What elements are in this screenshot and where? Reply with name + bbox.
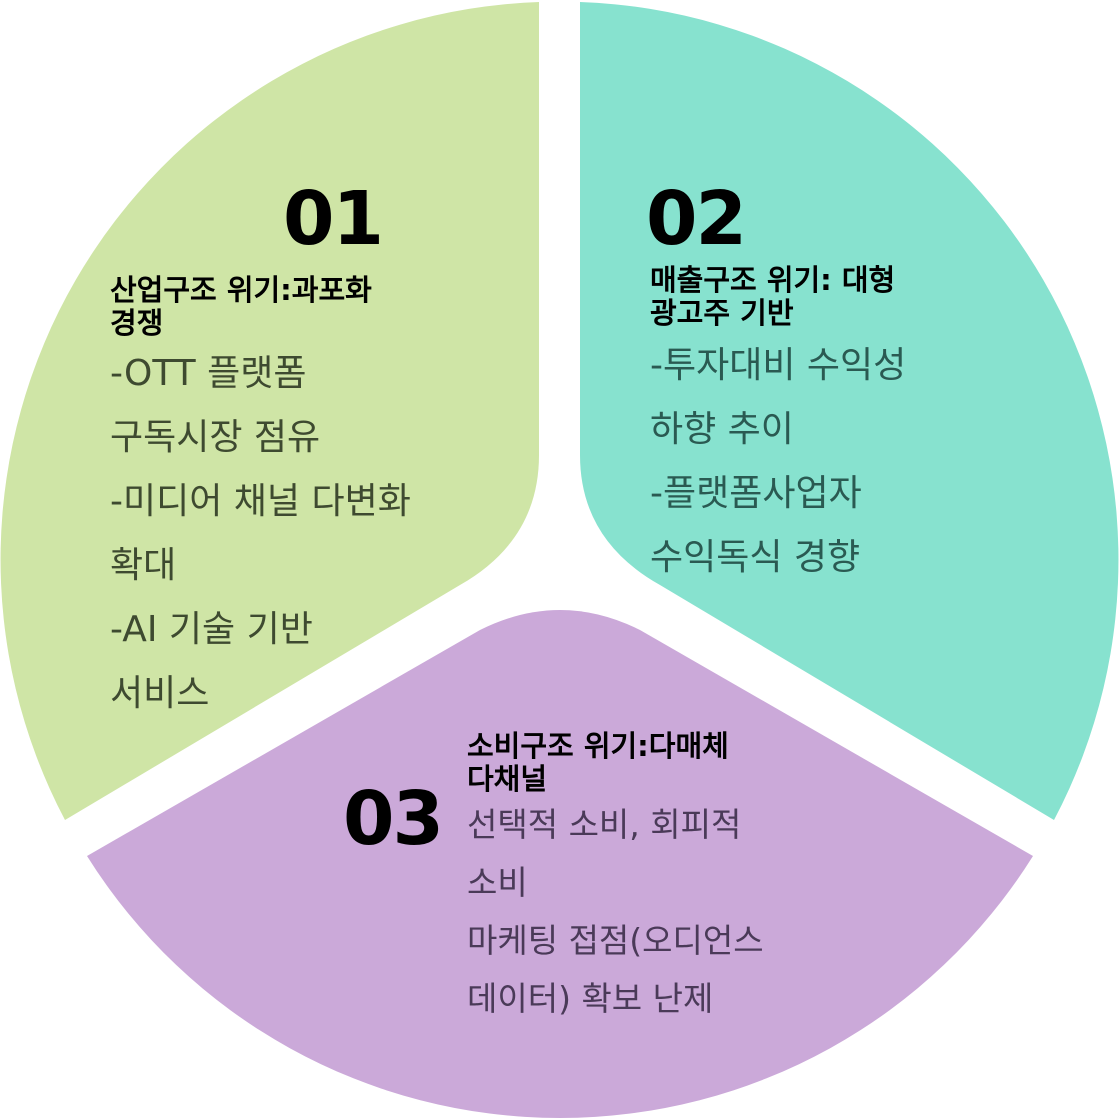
segment-2-body: -투자대비 수익성 하향 추이 -플랫폼사업자 수익독식 경향 <box>650 334 906 590</box>
segment-2-number: 02 <box>646 176 747 262</box>
segment-3-body-line: 선택적 소비, 회피적 <box>467 805 742 844</box>
segment-2-body-line: 하향 추이 <box>650 409 794 450</box>
segment-3-body: 선택적 소비, 회피적 소비 마케팅 접점(오디언스 데이터) 확보 난제 <box>467 796 764 1028</box>
segment-1-title-line: 경쟁 <box>110 306 164 340</box>
segment-1-body: -OTT 플랫폼 구독시장 점유 -미디어 채널 다변화 확대 -AI 기술 기… <box>110 342 411 726</box>
segment-2-title-line: 광고주 기반 <box>650 296 794 330</box>
segment-2-shape <box>580 2 1119 820</box>
segment-3-shape <box>87 610 1033 1118</box>
segment-1-title: 산업구조 위기:과포화 경쟁 <box>110 274 372 340</box>
segment-2-body-line: -투자대비 수익성 <box>650 345 907 386</box>
segment-1-body-line: 확대 <box>110 545 177 586</box>
segment-1-body-line: -AI 기술 기반 <box>110 609 313 650</box>
segment-3-title-line: 다채널 <box>467 762 548 796</box>
segment-1-title-line: 산업구조 위기:과포화 <box>110 273 372 307</box>
segment-2-body-line: -플랫폼사업자 <box>650 473 862 514</box>
segment-2-title: 매출구조 위기: 대형 광고주 기반 <box>650 264 895 330</box>
segment-2-body-line: 수익독식 경향 <box>650 537 861 578</box>
segment-1-shape <box>0 2 539 820</box>
segment-1-body-line: -OTT 플랫폼 <box>110 353 307 394</box>
segment-3-body-line: 소비 <box>467 863 528 902</box>
segment-1-body-line: 서비스 <box>110 673 210 714</box>
segment-3-body-line: 데이터) 확보 난제 <box>467 979 714 1018</box>
segment-3-title-line: 소비구조 위기:다매체 <box>467 729 729 763</box>
segment-1-number: 01 <box>283 176 384 262</box>
segment-3-body-line: 마케팅 접점(오디언스 <box>467 921 764 960</box>
segment-3-number: 03 <box>343 776 444 862</box>
segment-1-body-line: 구독시장 점유 <box>110 417 321 458</box>
segment-3-title: 소비구조 위기:다매체 다채널 <box>467 730 729 796</box>
segment-2-title-line: 매출구조 위기: 대형 <box>650 263 896 297</box>
segment-1-body-line: -미디어 채널 다변화 <box>110 481 411 522</box>
